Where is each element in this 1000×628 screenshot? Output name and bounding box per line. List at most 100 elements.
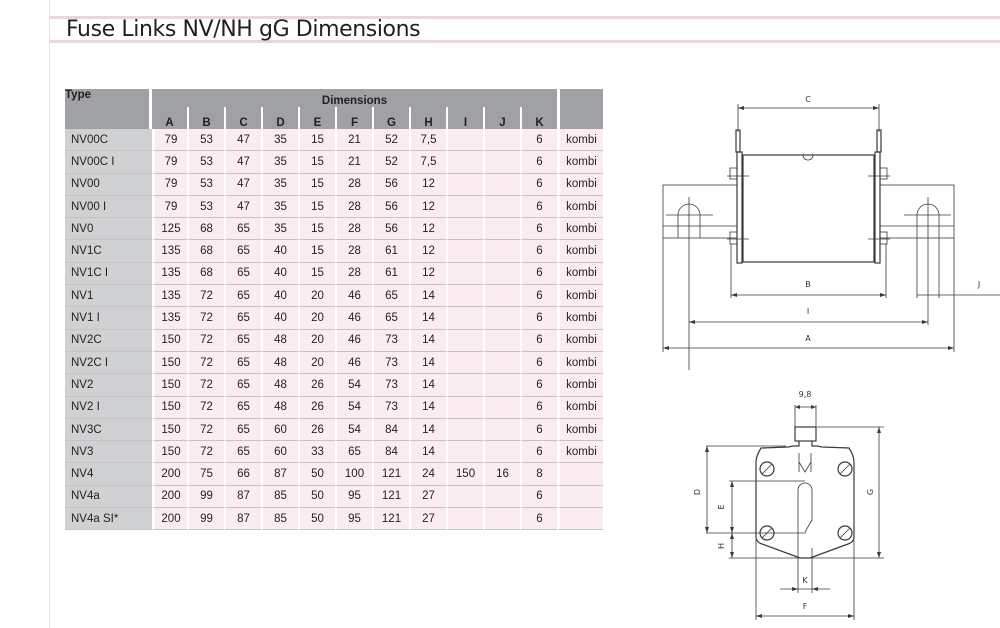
cell-g: 84	[372, 418, 409, 442]
cell-e: 15	[298, 240, 335, 263]
cell-i	[446, 396, 483, 419]
cell-f: 28	[335, 262, 372, 286]
column-header-i: I	[446, 107, 483, 129]
end-plate-left	[736, 151, 743, 264]
label-a: A	[805, 334, 811, 343]
cell-a: 200	[152, 485, 187, 509]
note-column-header	[557, 89, 603, 129]
cell-note: kombi	[557, 285, 603, 308]
cell-a: 79	[152, 173, 187, 196]
label-j: J	[977, 280, 980, 289]
cell-c: 87	[224, 485, 261, 509]
cell-note: kombi	[557, 374, 603, 397]
cell-d: 35	[261, 173, 298, 196]
cell-h: 27	[409, 485, 446, 509]
cell-a: 79	[152, 151, 187, 174]
cell-d: 40	[261, 240, 298, 263]
cell-type: NV1 I	[65, 307, 152, 330]
cell-g: 52	[372, 151, 409, 174]
cell-f: 46	[335, 329, 372, 352]
front-view-drawing: 9,8 D E H G K F	[693, 390, 884, 620]
cell-type: NV4	[65, 463, 152, 486]
cell-f: 46	[335, 351, 372, 375]
cell-d: 35	[261, 129, 298, 152]
cell-f: 65	[335, 441, 372, 464]
cell-e: 50	[298, 485, 335, 509]
cell-c: 65	[224, 262, 261, 286]
cell-a: 79	[152, 195, 187, 219]
cell-h: 14	[409, 374, 446, 397]
cell-c: 65	[224, 307, 261, 330]
label-e: E	[717, 504, 726, 509]
cell-type: NV1	[65, 285, 152, 308]
side-view-drawing: C B J I A	[662, 95, 1000, 370]
cell-k: 6	[520, 508, 557, 531]
cell-e: 20	[298, 307, 335, 330]
cell-a: 79	[152, 129, 187, 152]
cell-e: 15	[298, 195, 335, 219]
cell-i	[446, 240, 483, 263]
cell-i	[446, 351, 483, 375]
cell-j	[483, 129, 520, 152]
contact-plate	[755, 441, 855, 559]
cell-k: 6	[520, 441, 557, 464]
cell-k: 6	[520, 285, 557, 308]
cell-i	[446, 173, 483, 196]
title-band-top	[50, 16, 1000, 19]
cell-k: 6	[520, 351, 557, 375]
cell-d: 85	[261, 508, 298, 531]
cell-b: 68	[187, 218, 224, 241]
cell-g: 56	[372, 195, 409, 219]
cell-c: 66	[224, 463, 261, 486]
cell-b: 99	[187, 508, 224, 531]
center-slot	[797, 482, 813, 548]
cell-c: 65	[224, 441, 261, 464]
cell-k: 6	[520, 485, 557, 509]
cell-e: 15	[298, 129, 335, 152]
table-header-row-group: Type Dimensions	[65, 89, 603, 129]
cell-i	[446, 485, 483, 509]
cell-i	[446, 307, 483, 330]
cell-note	[557, 485, 603, 509]
cell-a: 150	[152, 374, 187, 397]
cell-type: NV2 I	[65, 396, 152, 419]
column-header-b: B	[187, 107, 224, 129]
cell-h: 12	[409, 195, 446, 219]
cell-h: 14	[409, 351, 446, 375]
cell-a: 200	[152, 463, 187, 486]
cell-type: NV3C	[65, 418, 152, 442]
cell-h: 14	[409, 441, 446, 464]
cell-i	[446, 129, 483, 152]
cell-b: 72	[187, 329, 224, 352]
cell-j	[483, 240, 520, 263]
cell-type: NV2C	[65, 329, 152, 352]
cell-type: NV1C I	[65, 262, 152, 286]
cell-h: 27	[409, 508, 446, 531]
cell-note: kombi	[557, 396, 603, 419]
cell-k: 6	[520, 396, 557, 419]
cell-g: 73	[372, 396, 409, 419]
column-header-h: H	[409, 107, 446, 129]
contact-tab-left	[735, 129, 741, 153]
cell-note: kombi	[557, 329, 603, 352]
cell-e: 33	[298, 441, 335, 464]
label-c: C	[805, 95, 811, 104]
cell-k: 6	[520, 195, 557, 219]
cell-type: NV00	[65, 173, 152, 196]
cell-h: 12	[409, 218, 446, 241]
cell-type: NV00C	[65, 129, 152, 152]
cell-f: 46	[335, 285, 372, 308]
